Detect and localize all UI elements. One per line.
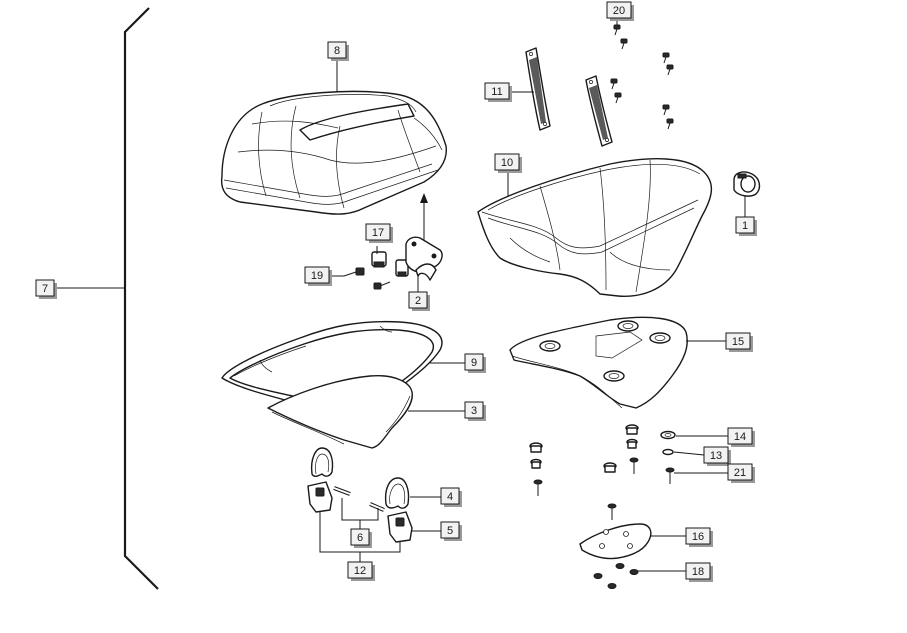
callout-17: 17 xyxy=(366,224,393,243)
callout-3: 3 xyxy=(465,402,486,421)
svg-text:16: 16 xyxy=(692,531,704,543)
svg-text:18: 18 xyxy=(692,566,704,578)
part-20-screws xyxy=(611,25,673,129)
svg-text:21: 21 xyxy=(734,467,746,479)
part-11-straps xyxy=(526,48,612,146)
part-1-lock-cylinder xyxy=(734,172,759,196)
direction-arrow xyxy=(420,193,428,246)
svg-text:5: 5 xyxy=(447,525,453,537)
svg-text:10: 10 xyxy=(501,157,513,169)
svg-text:11: 11 xyxy=(491,86,502,98)
svg-text:12: 12 xyxy=(354,565,366,577)
callout-12: 12 xyxy=(348,562,375,581)
part-3-base-pad xyxy=(268,376,412,448)
part-15-mounting-plate xyxy=(510,317,687,408)
callout-9: 9 xyxy=(465,354,486,373)
svg-text:14: 14 xyxy=(734,431,746,443)
svg-text:6: 6 xyxy=(357,532,363,544)
parts-grommets-bolts xyxy=(530,425,675,520)
part-17-clips xyxy=(372,252,408,276)
svg-text:2: 2 xyxy=(415,295,421,307)
part-16-backing-plate xyxy=(580,524,651,559)
callout-7: 7 xyxy=(36,280,57,299)
svg-text:4: 4 xyxy=(447,491,453,503)
callout-1: 1 xyxy=(736,217,757,236)
callout-21: 21 xyxy=(728,464,755,483)
svg-text:17: 17 xyxy=(372,227,384,239)
svg-text:9: 9 xyxy=(471,357,477,369)
part-19-bolts xyxy=(344,268,390,289)
callout-5: 5 xyxy=(441,522,462,541)
part-10-case-body xyxy=(478,159,711,297)
svg-text:20: 20 xyxy=(613,5,625,17)
callout-10: 10 xyxy=(495,154,522,173)
callout-20: 20 xyxy=(607,2,634,21)
callout-4: 4 xyxy=(441,488,462,507)
callout-8: 8 xyxy=(328,42,349,61)
svg-text:15: 15 xyxy=(732,336,744,348)
part-6-pins xyxy=(334,488,384,510)
svg-text:1: 1 xyxy=(742,220,748,232)
callout-16: 16 xyxy=(686,528,713,547)
callout-15: 15 xyxy=(726,333,753,352)
svg-text:13: 13 xyxy=(710,450,722,462)
assembly-bracket xyxy=(56,8,158,589)
part-8-lid xyxy=(222,91,447,214)
callout-2: 2 xyxy=(409,292,430,311)
svg-text:19: 19 xyxy=(311,270,323,282)
svg-text:7: 7 xyxy=(42,283,48,295)
part-4-hinge-caps xyxy=(312,448,409,508)
callout-18: 18 xyxy=(686,563,713,582)
part-2-hinge-plate xyxy=(406,237,442,280)
callout-6: 6 xyxy=(351,529,372,548)
leader-lines xyxy=(320,20,745,571)
part-5-hinge-blocks xyxy=(308,482,412,542)
callout-13: 13 xyxy=(704,447,731,466)
svg-text:8: 8 xyxy=(334,45,340,57)
callout-19: 19 xyxy=(305,267,332,286)
part-18-nuts xyxy=(594,564,638,589)
callout-14: 14 xyxy=(728,428,755,447)
svg-text:3: 3 xyxy=(471,405,477,417)
callout-11: 11 xyxy=(485,83,512,102)
